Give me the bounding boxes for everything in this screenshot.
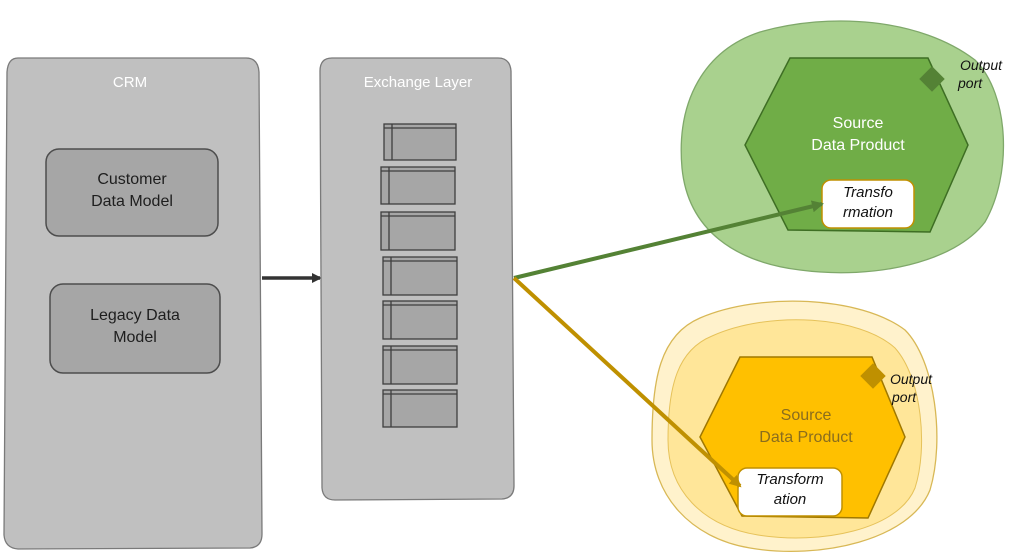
legacy-data-model-label: Legacy Data Model: [50, 305, 220, 348]
green-transformation-label: Transfo rmation: [822, 183, 914, 224]
queue-slot: [383, 123, 457, 161]
queue-slot: [380, 166, 456, 205]
green-product-title-line2: Data Product: [811, 136, 905, 154]
yellow-transformation-line1: Transform: [756, 471, 824, 488]
queue-slot: [382, 256, 458, 296]
yellow-transformation-label: Transform ation: [738, 470, 842, 511]
yellow-output-port-line1: Output: [889, 371, 933, 387]
green-transformation-line2: rmation: [842, 204, 894, 222]
exchange-queue: [380, 123, 458, 428]
exchange-layer-title: Exchange Layer: [363, 74, 473, 91]
customer-data-model-box: [45, 148, 219, 237]
legacy-data-model-box: [49, 283, 221, 374]
yellow-product-title: Source Data Product: [745, 405, 867, 448]
yellow-output-port-label: Output port: [876, 370, 946, 406]
customer-data-model-line2: Data Model: [91, 192, 173, 210]
queue-slot: [382, 300, 458, 340]
legacy-data-model-line2: Model: [113, 328, 157, 346]
green-output-port-line1: Output: [959, 57, 1003, 73]
green-transformation-line1: Transfo: [843, 184, 893, 201]
queue-slot: [382, 389, 458, 428]
green-product-title-line1: Source: [832, 115, 884, 132]
yellow-transformation-line2: ation: [773, 491, 807, 509]
customer-data-model-label: Customer Data Model: [46, 169, 218, 212]
green-product-title: Source Data Product: [790, 113, 926, 156]
yellow-transformation-box: [737, 467, 843, 517]
yellow-product-title-line1: Source: [780, 407, 832, 424]
exchange-to-yellow-transformation-arrow: [512, 276, 742, 488]
queue-slot: [380, 211, 456, 251]
yellow-product-title-line2: Data Product: [759, 428, 853, 446]
green-output-port-line2: port: [958, 75, 983, 92]
green-output-port-icon: [919, 66, 945, 92]
queue-slot: [382, 345, 458, 385]
yellow-output-port-line2: port: [892, 389, 917, 406]
yellow-output-port-icon: [860, 363, 886, 389]
legacy-data-model-line1: Legacy Data: [90, 307, 180, 324]
customer-data-model-line1: Customer: [97, 171, 167, 188]
crm-panel-title: CRM: [112, 74, 148, 91]
exchange-to-green-transformation-arrow: [513, 200, 824, 280]
green-output-port-label: Output port: [946, 56, 1016, 92]
